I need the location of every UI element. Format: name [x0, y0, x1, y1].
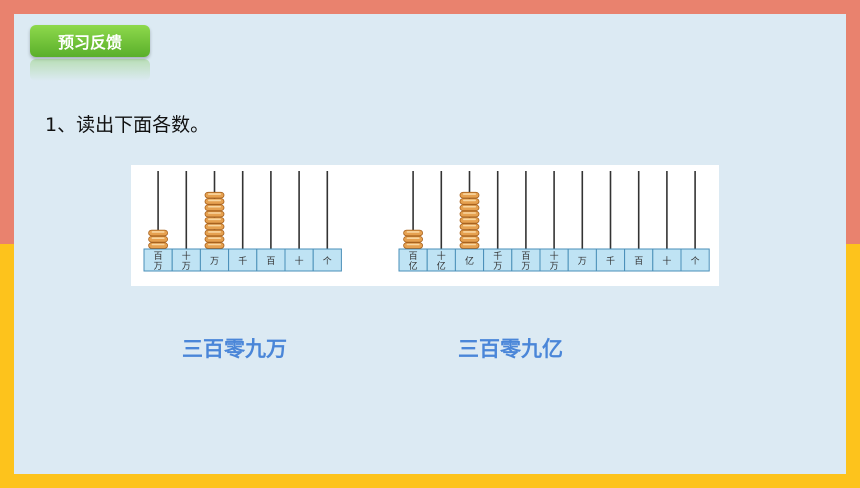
- abacus-left-bead: [204, 229, 225, 237]
- abacus-left-bead-highlight: [208, 205, 221, 208]
- abacus-left-bead: [204, 210, 225, 218]
- abacus-left-bead-highlight: [208, 218, 221, 221]
- abacus-right-place-label: 万: [578, 257, 587, 267]
- abacus-right-bead: [459, 210, 480, 218]
- answer-left: 三百零九万: [182, 337, 287, 361]
- abacus-right-bead: [459, 191, 480, 199]
- abacus-right-bead: [459, 217, 480, 224]
- abacus-right-bead-highlight: [463, 212, 476, 214]
- abacus-right-bead: [403, 229, 424, 237]
- abacus-right-bead-highlight: [406, 243, 420, 246]
- abacus-right-bead: [459, 198, 480, 205]
- abacus-right-place-label: 百: [634, 256, 643, 267]
- abacus-left-bead-highlight: [208, 193, 221, 195]
- question-text: 1、读出下面各数。: [45, 114, 210, 136]
- abacus-right-place-label: 百: [409, 251, 418, 262]
- abacus-left-place-label: 万: [210, 257, 219, 267]
- abacus-right-place-label: 万: [493, 262, 502, 272]
- abacus-left-place-label: 百: [154, 251, 163, 262]
- abacus-left-bead-highlight: [151, 243, 165, 246]
- abacus-right-bead-highlight: [463, 205, 476, 208]
- abacus-right-bead: [459, 223, 480, 230]
- abacus-left-place-label: 千: [238, 256, 247, 267]
- abacus-left-bead: [204, 223, 225, 230]
- abacus-left-bead: [204, 217, 225, 224]
- abacus-left-bead: [204, 242, 225, 249]
- abacus-right-place-label: 亿: [465, 255, 474, 267]
- abacus-right-bead-highlight: [406, 231, 420, 233]
- abacus-right-bead-highlight: [463, 218, 476, 221]
- abacus-right-bead: [459, 204, 480, 212]
- abacus-right-place-label: 亿: [409, 260, 418, 272]
- abacus-right-place-label: 万: [521, 262, 530, 272]
- abacus-right-place-label: 百: [521, 251, 530, 262]
- abacus-right-bead-highlight: [463, 224, 476, 227]
- abacus-right-bead-highlight: [463, 193, 476, 195]
- abacus-right-place-label: 万: [550, 262, 559, 272]
- abacus-right-bead: [403, 236, 424, 243]
- abacus-left-bead-highlight: [208, 212, 221, 214]
- abacus-right-place-label: 十: [662, 255, 671, 267]
- abacus-right-place-label: 千: [493, 251, 502, 262]
- abacus-left-place-label: 十: [295, 255, 304, 267]
- abacus-left-bead: [204, 236, 225, 243]
- abacus-right-bead-highlight: [463, 199, 476, 202]
- abacus-figure: 百万十万万千百十个百亿十亿亿千万百万十万万千百十个: [131, 165, 719, 286]
- abacus-left-bead-highlight: [208, 231, 221, 233]
- abacus-left-bead-highlight: [151, 237, 165, 239]
- abacus-right-bead: [403, 242, 424, 249]
- section-badge: 预习反馈: [30, 25, 150, 57]
- abacus-right-place-label: 千: [606, 256, 615, 267]
- abacus-left-place-label: 个: [323, 256, 332, 267]
- section-badge-reflection: [30, 59, 150, 81]
- abacus-left-bead-highlight: [208, 243, 221, 246]
- abacus-svg: 百万十万万千百十个百亿十亿亿千万百万十万万千百十个: [143, 171, 710, 272]
- abacus-right-bead-highlight: [463, 237, 476, 239]
- abacus-right-bead: [459, 229, 480, 237]
- abacus-left-place-label: 万: [154, 262, 163, 272]
- abacus-right-bead: [459, 242, 480, 249]
- abacus-left-place-cell: [312, 248, 342, 272]
- abacus-left-bead: [148, 229, 169, 237]
- abacus-right-place-label: 十: [437, 250, 446, 262]
- abacus-right-place-label: 十: [550, 250, 559, 262]
- abacus-right-place-label: 亿: [437, 260, 446, 272]
- abacus-right-place-label: 个: [691, 256, 700, 267]
- abacus-left-bead-highlight: [151, 231, 165, 233]
- abacus-right-bead-highlight: [463, 231, 476, 233]
- abacus-left-bead: [148, 236, 169, 243]
- abacus-left-place-label: 百: [266, 256, 275, 267]
- answer-right: 三百零九亿: [458, 337, 563, 361]
- abacus-right-bead: [459, 236, 480, 243]
- abacus-left-place-label: 十: [182, 250, 191, 262]
- abacus-right-bead-highlight: [463, 243, 476, 246]
- abacus-right-place-cell: [680, 248, 710, 272]
- abacus-left-bead: [204, 198, 225, 205]
- abacus-left-bead: [148, 242, 169, 249]
- abacus-left-place-label: 万: [182, 262, 191, 272]
- abacus-left-bead-highlight: [208, 224, 221, 227]
- abacus-left-bead-highlight: [208, 199, 221, 202]
- abacus-left-bead-highlight: [208, 237, 221, 239]
- abacus-right-bead-highlight: [406, 237, 420, 239]
- abacus-left-bead: [204, 204, 225, 212]
- abacus-left-bead: [204, 191, 225, 199]
